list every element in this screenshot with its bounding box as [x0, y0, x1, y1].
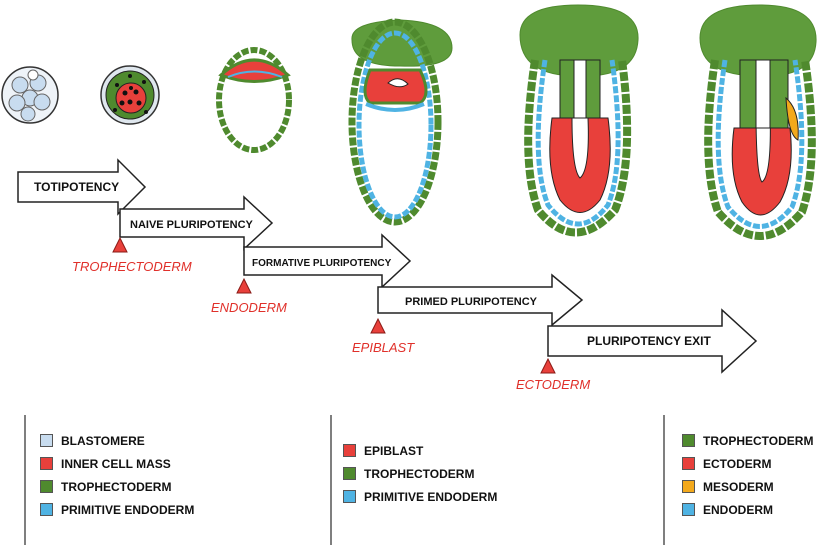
embryo-gastrula: [699, 4, 817, 240]
arrow-label: PRIMED PLURIPOTENCY: [405, 296, 538, 308]
legend-item: TROPHECTODERM: [40, 478, 194, 495]
lineage-marker-epiblast: EPIBLAST: [352, 317, 415, 355]
marker-label: EPIBLAST: [352, 340, 415, 355]
potency-arrow-primed-pluripotency: PRIMED PLURIPOTENCY: [377, 273, 584, 327]
swatch-ectoderm: [682, 457, 695, 470]
marker-label: ECTODERM: [516, 377, 590, 392]
swatch-primitive-endoderm: [343, 490, 356, 503]
legend-item: EPIBLAST: [343, 442, 497, 459]
swatch-trophectoderm: [343, 467, 356, 480]
lineage-marker-endoderm: ENDODERM: [211, 277, 287, 315]
legend-item: INNER CELL MASS: [40, 455, 194, 472]
legend-item: MESODERM: [682, 478, 813, 495]
legend-label: ECTODERM: [703, 456, 772, 471]
swatch-trophectoderm: [40, 480, 53, 493]
legend-label: ENDODERM: [703, 502, 774, 517]
swatch-endoderm: [682, 503, 695, 516]
legend-label: PRIMITIVE ENDODERM: [61, 502, 195, 517]
marker-label: TROPHECTODERM: [72, 259, 192, 274]
embryo-blastocyst: [216, 47, 292, 153]
legend-label: MESODERM: [703, 479, 774, 494]
legend-group-peri-implantation: EPIBLAST TROPHECTODERM PRIMITIVE ENDODER…: [343, 442, 497, 511]
legend-label: INNER CELL MASS: [61, 456, 171, 471]
legend-label: PRIMITIVE ENDODERM: [364, 489, 498, 504]
marker-label: ENDODERM: [211, 300, 287, 315]
legend-group-preimplantation: BLASTOMERE INNER CELL MASS TROPHECTODERM…: [40, 432, 194, 524]
arrow-label: NAIVE PLURIPOTENCY: [130, 219, 254, 231]
embryo-morula: [1, 66, 59, 124]
legend-divider: [24, 415, 26, 545]
embryo-early-blastocyst: [100, 65, 160, 125]
swatch-inner-cell-mass: [40, 457, 53, 470]
legend-group-gastrulation: TROPHECTODERM ECTODERM MESODERM ENDODERM: [682, 432, 813, 524]
legend-label: TROPHECTODERM: [61, 479, 172, 494]
legend-item: BLASTOMERE: [40, 432, 194, 449]
legend-label: TROPHECTODERM: [703, 433, 814, 448]
legend-item: PRIMITIVE ENDODERM: [40, 501, 194, 518]
swatch-epiblast: [343, 444, 356, 457]
legend-item: TROPHECTODERM: [682, 432, 813, 449]
potency-arrow-naive-pluripotency: NAIVE PLURIPOTENCY: [119, 195, 274, 251]
legend-label: EPIBLAST: [364, 443, 424, 458]
legend-divider: [663, 415, 665, 545]
embryo-egg-cylinder-early: [348, 18, 453, 226]
legend-item: ENDODERM: [682, 501, 813, 518]
arrow-label: PLURIPOTENCY EXIT: [587, 334, 711, 348]
swatch-trophectoderm: [682, 434, 695, 447]
legend-label: TROPHECTODERM: [364, 466, 475, 481]
legend-item: TROPHECTODERM: [343, 465, 497, 482]
legend-label: BLASTOMERE: [61, 433, 145, 448]
swatch-primitive-endoderm: [40, 503, 53, 516]
potency-arrow-pluripotency-exit: PLURIPOTENCY EXIT: [547, 308, 758, 374]
swatch-blastomere: [40, 434, 53, 447]
lineage-marker-trophectoderm: TROPHECTODERM: [72, 236, 192, 274]
legend-item: PRIMITIVE ENDODERM: [343, 488, 497, 505]
legend-item: ECTODERM: [682, 455, 813, 472]
legend-divider: [330, 415, 332, 545]
lineage-marker-ectoderm: ECTODERM: [516, 357, 590, 392]
arrow-label: FORMATIVE PLURIPOTENCY: [252, 258, 392, 269]
potency-arrow-totipotency: TOTIPOTENCY: [17, 158, 147, 216]
swatch-mesoderm: [682, 480, 695, 493]
arrow-label: TOTIPOTENCY: [34, 180, 119, 194]
potency-arrow-formative-pluripotency: FORMATIVE PLURIPOTENCY: [243, 233, 412, 289]
embryo-egg-cylinder: [519, 4, 639, 237]
